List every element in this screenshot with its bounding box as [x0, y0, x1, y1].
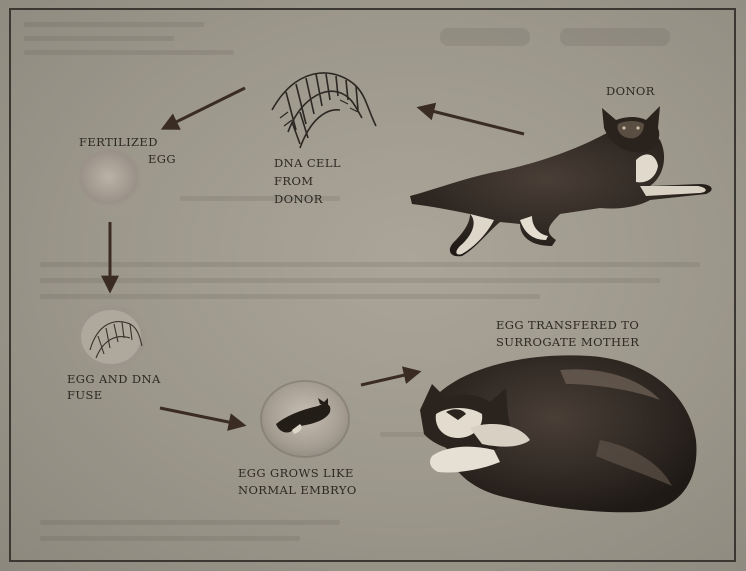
arrow-donor-to-dna	[420, 108, 524, 134]
surrogate-label-line2: SURROGATE MOTHER	[496, 335, 639, 350]
dna-cell-label-line2: FROM	[274, 174, 313, 189]
arrow-dna-to-egg	[164, 88, 245, 128]
arrow-embryo-to-surrogate	[361, 372, 418, 385]
dna-cell-label-line3: DONOR	[274, 192, 323, 207]
surrogate-label-line1: EGG TRANSFERED TO	[496, 318, 639, 333]
fused-egg-icon	[76, 305, 146, 369]
arrow-icon	[110, 88, 524, 425]
fertilized-egg-label-line1: FERTILIZED	[79, 135, 158, 150]
dna-helix-icon	[272, 73, 376, 148]
egg-dna-fuse-label-line2: FUSE	[67, 388, 103, 403]
egg-dna-fuse-label-line1: EGG AND DNA	[67, 372, 161, 387]
egg-grows-label-line2: NORMAL EMBRYO	[238, 483, 357, 498]
donor-cat-image	[410, 106, 712, 256]
fertilized-egg-icon	[78, 149, 146, 211]
arrow-fuse-to-embryo	[160, 408, 243, 425]
donor-label: DONOR	[606, 84, 655, 99]
embryo-egg-icon	[261, 381, 349, 457]
egg-grows-label-line1: EGG GROWS LIKE	[238, 466, 354, 481]
fertilized-egg-label-line2: EGG	[148, 152, 176, 167]
dna-cell-label-line1: DNA CELL	[274, 156, 341, 171]
surrogate-cat-image	[420, 355, 697, 512]
